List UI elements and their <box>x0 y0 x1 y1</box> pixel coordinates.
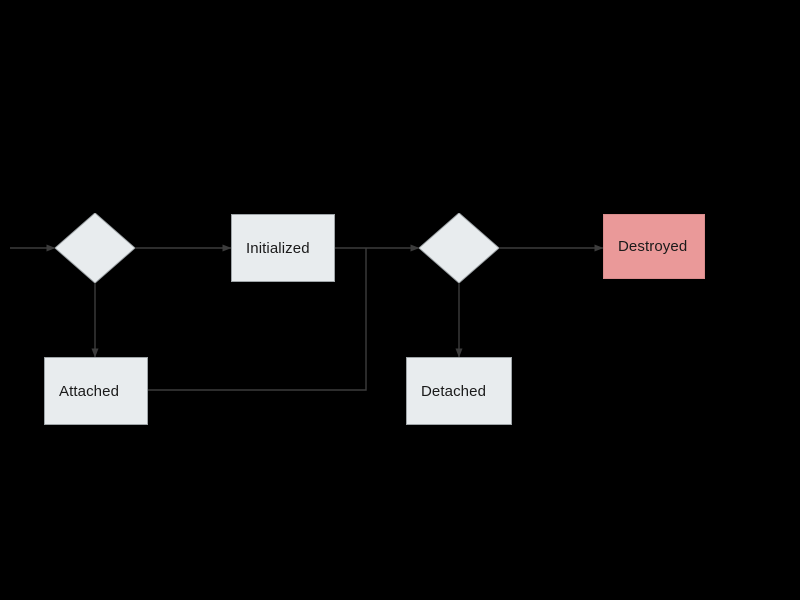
node-destroyed[interactable]: Destroyed <box>603 214 705 279</box>
node-detached[interactable]: Detached <box>406 357 512 425</box>
node-label-detached: Detached <box>421 382 487 400</box>
node-label-initialized: Initialized <box>246 239 310 257</box>
diamond-icon <box>419 213 499 283</box>
node-label-destroyed: Destroyed <box>618 238 688 255</box>
node-attached[interactable]: Attached <box>44 357 148 425</box>
edge-attached-to-decision-detach <box>148 248 367 391</box>
node-decision-init[interactable] <box>55 213 135 283</box>
node-initialized[interactable]: Initialized <box>231 214 335 282</box>
diamond-icon <box>55 213 135 283</box>
node-label-attached: Attached <box>59 382 120 400</box>
node-decision-detach[interactable] <box>419 213 499 283</box>
